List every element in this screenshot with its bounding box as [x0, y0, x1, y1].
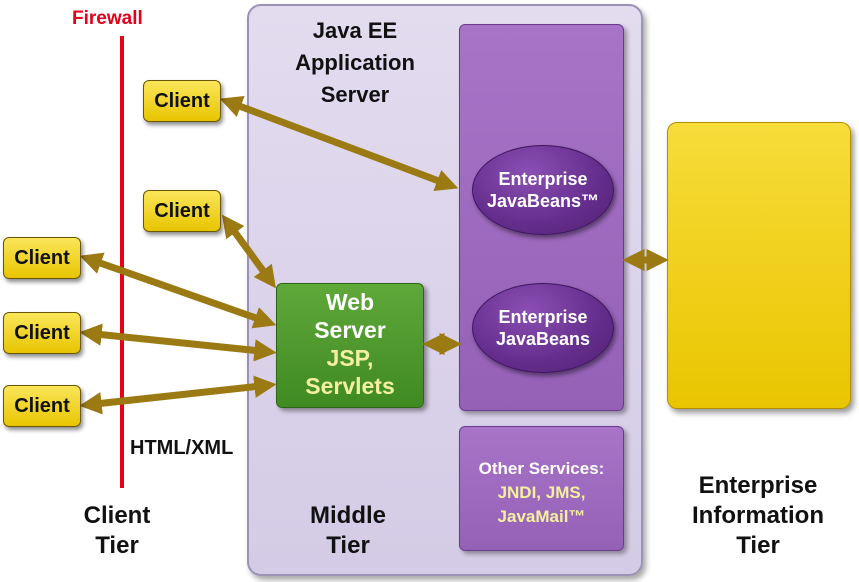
- web-server-box: Web Server JSP, Servlets: [276, 283, 424, 408]
- web-server-title: Web Server: [314, 289, 386, 343]
- web-server-tech: JSP, Servlets: [305, 345, 395, 399]
- arrow-client4-webserver: [79, 323, 277, 362]
- client-box-4: Client: [3, 312, 81, 354]
- arrow-client3-webserver: [79, 252, 277, 329]
- firewall-label: Firewall: [72, 8, 143, 29]
- protocol-label: HTML/XML: [130, 437, 234, 459]
- other-services-title: Other Services:: [478, 459, 605, 478]
- ejb-component-1: Enterprise JavaBeans™: [472, 145, 614, 235]
- tier-label-client: Client Tier: [83, 502, 151, 559]
- other-services-box: Other Services: JNDI, JMS, JavaMail™: [459, 426, 624, 551]
- arrow-client2-webserver: [222, 214, 276, 289]
- tier-label-eis: Enterprise Information Tier: [692, 472, 824, 559]
- ejb-component-2: Enterprise JavaBeans: [472, 283, 614, 373]
- client-box-3: Client: [3, 237, 81, 279]
- client-box-2: Client: [143, 190, 221, 232]
- eis-box: [667, 122, 851, 409]
- client-box-1: Client: [143, 80, 221, 122]
- arrow-client1-ejb: [219, 96, 459, 191]
- tier-label-middle: Middle Tier: [310, 502, 386, 559]
- other-services-list: JNDI, JMS, JavaMail™: [497, 483, 586, 526]
- client-box-5: Client: [3, 385, 81, 427]
- arrow-client5-webserver: [79, 375, 277, 415]
